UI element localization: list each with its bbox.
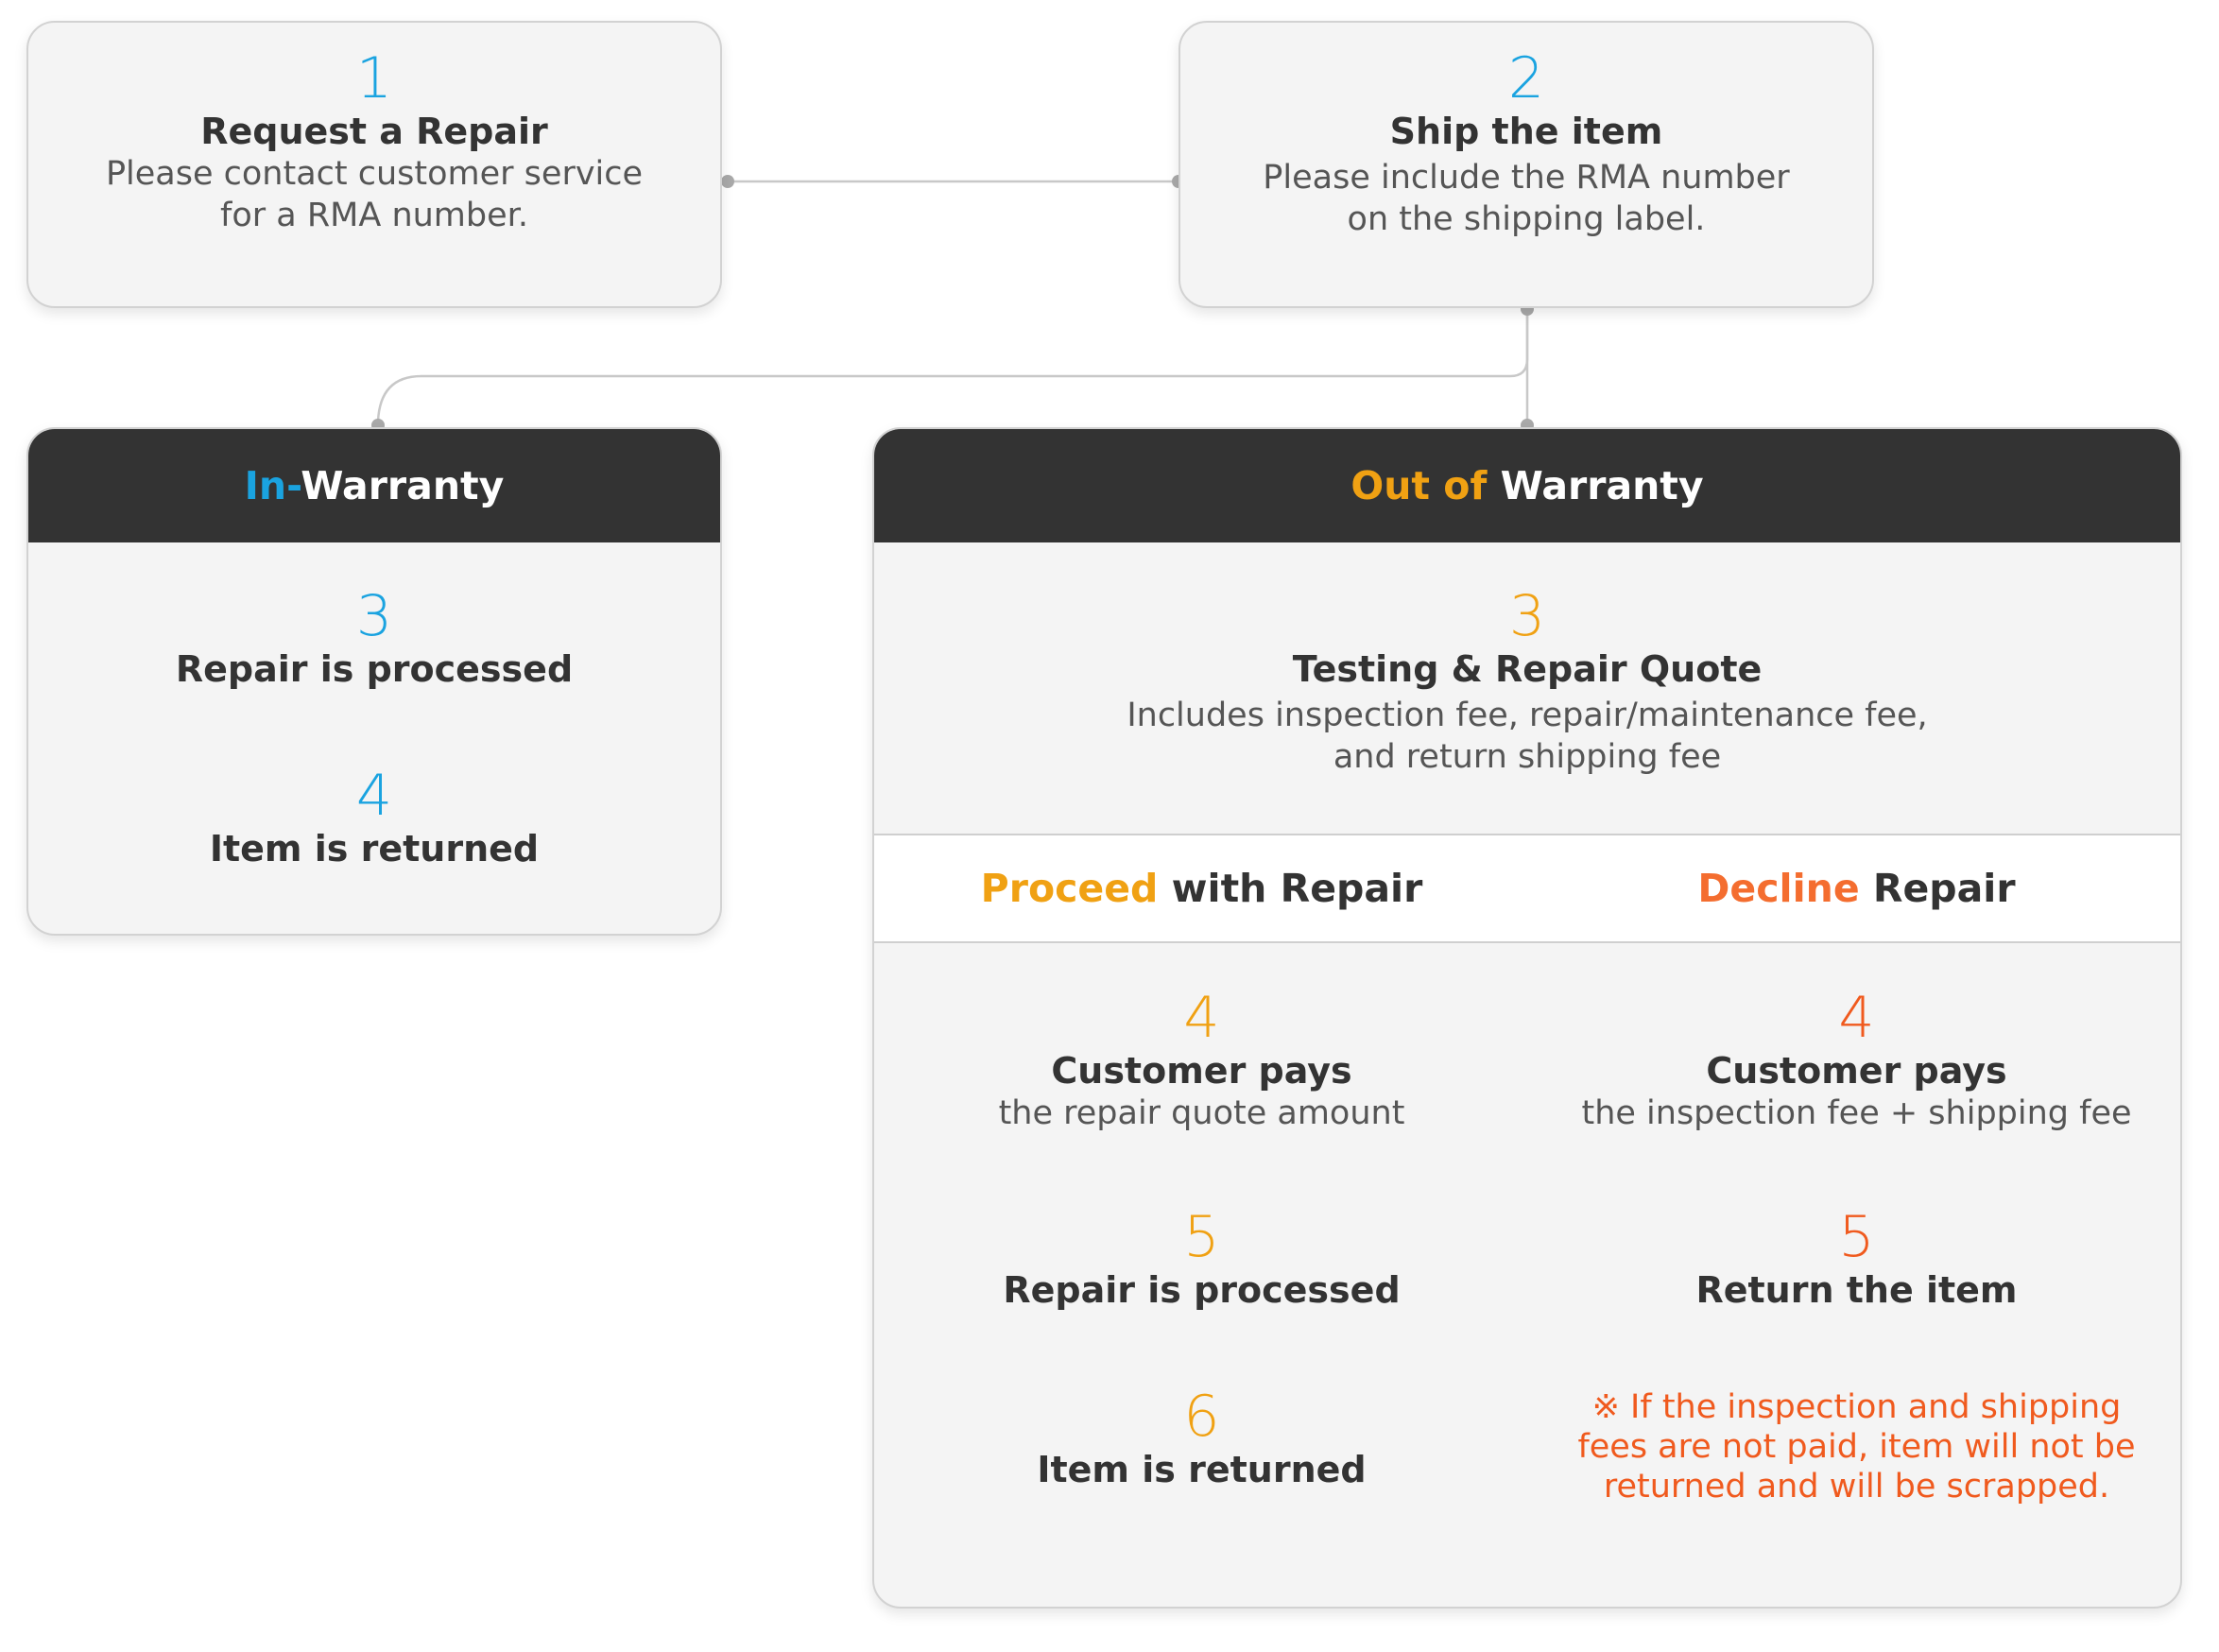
- note-line2: fees are not paid, item will not be: [1577, 1428, 2136, 1466]
- step-number: 3: [355, 583, 393, 649]
- decline-step4: 4 Customer pays the inspection fee + shi…: [1529, 985, 2180, 1134]
- step-title: Repair is processed: [175, 648, 574, 690]
- step-desc: the inspection fee + shipping fee: [1581, 1094, 2132, 1132]
- connector-dot: [721, 175, 734, 188]
- decline-accent: Decline: [1697, 866, 1860, 911]
- step-number: 4: [1183, 985, 1220, 1051]
- decline-column: 4 Customer pays the inspection fee + shi…: [1529, 985, 2180, 1506]
- header-accent: In-: [244, 463, 301, 508]
- quote-step: 3 Testing & Repair Quote Includes inspec…: [874, 585, 2180, 778]
- out-of-warranty-card: Out of Warranty 3 Testing & Repair Quote…: [872, 427, 2182, 1609]
- note-line1: ※ If the inspection and shipping: [1591, 1388, 2122, 1426]
- step-number: 4: [1838, 985, 1875, 1051]
- step-desc-line2: and return shipping fee: [1333, 738, 1722, 776]
- step-title: Item is returned: [209, 828, 540, 869]
- proceed-text: with Repair: [1158, 866, 1423, 911]
- in-warranty-step4: 4 Item is returned: [28, 765, 720, 870]
- note-line3: returned and will be scrapped.: [1603, 1468, 2110, 1506]
- step-desc-line1: Please include the RMA number: [1263, 159, 1790, 197]
- proceed-step5: 5 Repair is processed: [874, 1206, 1529, 1312]
- decline-text: Repair: [1859, 866, 2016, 911]
- proceed-step6: 6 Item is returned: [874, 1385, 1529, 1491]
- step-desc-line2: for a RMA number.: [220, 197, 528, 234]
- step-title: Repair is processed: [1003, 1269, 1401, 1311]
- step-desc: the repair quote amount: [998, 1094, 1405, 1132]
- step-desc-line1: Includes inspection fee, repair/maintena…: [1127, 697, 1928, 734]
- step2-card: 2 Ship the item Please include the RMA n…: [1178, 21, 1874, 308]
- step-number: 6: [1183, 1384, 1220, 1450]
- step-number: 4: [355, 763, 393, 829]
- step-desc-line2: on the shipping label.: [1347, 200, 1706, 238]
- step-desc-line1: Please contact customer service: [105, 155, 644, 193]
- in-warranty-card: In-Warranty 3 Repair is processed 4 Item…: [26, 427, 722, 936]
- step-title: Testing & Repair Quote: [1292, 648, 1763, 690]
- proceed-header: Proceed with Repair: [874, 835, 1529, 941]
- step-title: Request a Repair: [200, 111, 548, 152]
- step-number: 3: [1508, 583, 1546, 649]
- decline-step5: 5 Return the item: [1529, 1204, 2180, 1312]
- decline-header: Decline Repair: [1529, 835, 2180, 941]
- step1-card: 1 Request a Repair Please contact custom…: [26, 21, 722, 308]
- header-text: Warranty: [1487, 463, 1704, 508]
- header-accent: Out of: [1350, 463, 1488, 508]
- step-title: Return the item: [1695, 1269, 2018, 1311]
- step-title: Ship the item: [1389, 111, 1663, 152]
- proceed-step4: 4 Customer pays the repair quote amount: [874, 987, 1529, 1134]
- in-warranty-header: In-Warranty: [28, 429, 720, 542]
- connector-to-in-warranty: [376, 308, 1529, 422]
- step-number: 5: [1838, 1204, 1875, 1270]
- decline-warning-note: ※ If the inspection and shipping fees ar…: [1529, 1387, 2180, 1506]
- step-number: 1: [355, 45, 393, 112]
- proceed-column: 4 Customer pays the repair quote amount …: [874, 987, 1529, 1490]
- in-warranty-step3: 3 Repair is processed: [28, 585, 720, 691]
- step-number: 2: [1507, 45, 1545, 112]
- proceed-accent: Proceed: [980, 866, 1159, 911]
- options-band: Proceed with Repair Decline Repair: [874, 834, 2180, 943]
- out-of-warranty-header: Out of Warranty: [874, 429, 2180, 542]
- step-title: Customer pays: [1051, 1050, 1352, 1092]
- step-title: Item is returned: [1037, 1449, 1367, 1490]
- header-text: Warranty: [301, 463, 505, 508]
- step-title: Customer pays: [1706, 1050, 2007, 1092]
- step-number: 5: [1183, 1204, 1220, 1270]
